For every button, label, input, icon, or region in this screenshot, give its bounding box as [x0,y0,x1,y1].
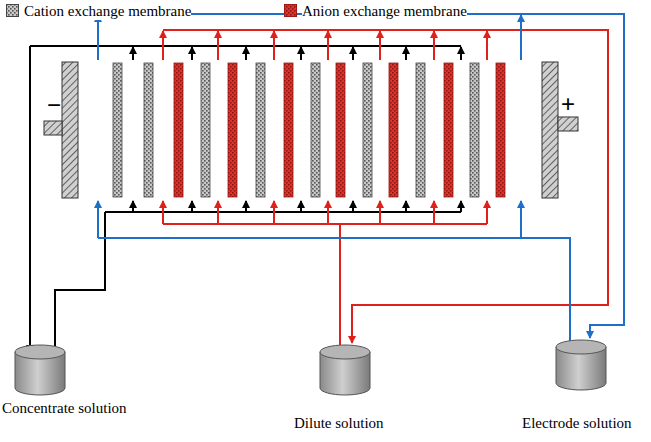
legend-sample [285,5,297,17]
concentrate-inflow [245,201,247,212]
concentrate-inflow [132,201,134,212]
dilute-inflow [273,201,275,224]
electrode-outflow [520,15,522,60]
cation-membrane [470,63,479,197]
cation-membrane [256,63,265,197]
anion-membrane [496,63,505,197]
anion-membrane [284,63,293,197]
cation-membrane [311,63,320,197]
dilute-inflow [217,201,219,224]
dilute-manifold [163,223,487,225]
electrode-inflow [520,201,522,238]
dilute-inflow [433,201,435,224]
dilute-outflow [327,31,329,60]
electrode-sign: − [47,93,61,117]
concentrate-inflow [352,201,354,212]
concentrate-inflow [191,201,193,212]
dilute-outflow [162,31,164,60]
concentrate-inflow [300,201,302,212]
legend-sample [7,5,19,17]
dilute-inflow [162,201,164,224]
dilute-inflow [486,201,488,224]
concentrate-outflow [460,47,462,60]
legend-swatch [284,4,297,17]
dilute-return [163,30,608,343]
concentrate-outflow [245,47,247,60]
anion-membrane [444,63,453,197]
concentrate-inflow [405,201,407,212]
dilute-outflow [217,31,219,60]
electrode-inflow [97,201,99,238]
concentrate-return [29,46,31,352]
anion-membrane [336,63,345,197]
anion-membrane [389,63,398,197]
electrode-outflow [97,15,99,60]
anion-membrane [174,63,183,197]
anion-membrane [228,63,237,197]
cation-membrane [416,63,425,197]
anode [542,62,558,198]
concentrate-manifold [105,211,133,213]
anode-terminal [558,117,578,131]
dilute-outflow [379,31,381,60]
dilute-supply [339,224,341,345]
concentrate-outflow [300,47,302,60]
cation-membrane [113,63,122,197]
cation-membrane [201,63,210,197]
tank-label: Electrode solution [522,414,632,432]
dilute-tank [320,345,370,395]
dilute-outflow [433,31,435,60]
electrode-sign: + [561,92,575,116]
cation-membrane [363,63,372,197]
concentrate-manifold [133,211,461,213]
cation-membrane [144,63,153,197]
legend-text: Anion exchange membrane [302,2,467,20]
concentrate-tank [15,345,65,395]
electrode-supply [98,238,570,341]
concentrate-outflow [191,47,193,60]
concentrate-outflow [405,47,407,60]
cathode [62,62,78,198]
cathode-terminal [44,121,62,135]
electrode-return [98,14,624,338]
dilute-outflow [486,31,488,60]
legend-swatch [6,4,19,17]
dilute-outflow [273,31,275,60]
dilute-inflow [327,201,329,224]
concentrate-outflow [132,47,134,60]
tank-label: Dilute solution [294,414,384,432]
concentrate-inflow [460,201,462,212]
tank-label: Concentrate solution [2,399,127,417]
concentrate-manifold [30,45,461,47]
concentrate-outflow [352,47,354,60]
legend-text: Cation exchange membrane [24,2,191,20]
electrode-tank [556,340,606,390]
dilute-inflow [379,201,381,224]
